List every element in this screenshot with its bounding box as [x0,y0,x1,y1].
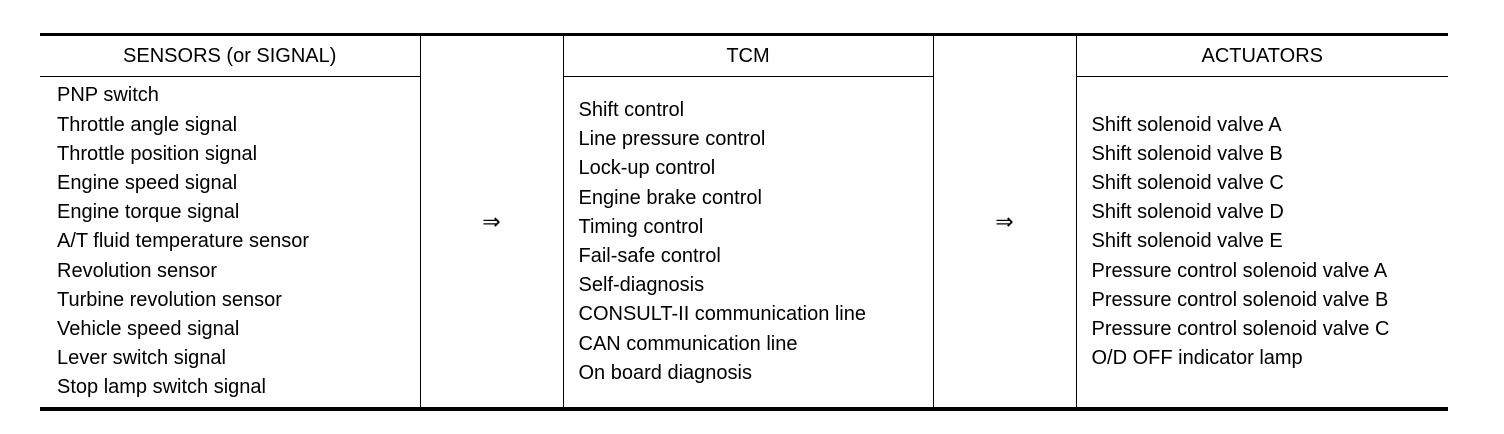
actuators-list-item: Shift solenoid valve C [1091,171,1284,194]
sensors-list-item: PNP switch [57,84,159,107]
actuators-list-item: Shift solenoid valve A [1091,113,1282,136]
tcm-header: TCM [563,34,934,77]
sensors-list-item: Engine torque signal [57,201,240,224]
tcm-list-item: On board diagnosis [578,361,752,384]
sensors-list-item: Lever switch signal [57,347,226,370]
tcm-signal-flow-table: SENSORS (or SIGNAL) ⇒ TCM ⇒ ACTUATORS PN… [40,33,1448,411]
actuators-list: Shift solenoid valve A Shift solenoid val… [1092,111,1449,374]
tcm-list-item: Engine brake control [578,186,762,209]
sensors-list-item: Turbine revolution sensor [57,288,282,311]
sensors-list-item: Revolution sensor [57,259,218,282]
actuators-header: ACTUATORS [1076,34,1448,77]
actuators-list-cell: Shift solenoid valve A Shift solenoid val… [1076,77,1448,410]
actuators-list-item: O/D OFF indicator lamp [1091,347,1303,370]
arrow-tcm-to-actuators: ⇒ [933,34,1077,409]
sensors-list-item: A/T fluid temperature sensor [57,230,309,253]
arrow-sensors-to-tcm: ⇒ [420,34,564,409]
actuators-list-item: Pressure control solenoid valve C [1091,318,1390,340]
tcm-list-item: CONSULT-II communication line [578,303,867,326]
actuators-list-item: Shift solenoid valve E [1091,230,1283,253]
tcm-list-item: Lock-up control [578,157,716,180]
tcm-list-item: CAN communication line [578,332,798,355]
actuators-list-item: Pressure control solenoid valve A [1091,259,1388,282]
actuators-list-item: Shift solenoid valve B [1091,142,1283,165]
header-row: SENSORS (or SIGNAL) ⇒ TCM ⇒ ACTUATORS [40,34,1448,409]
tcm-list-item: Shift control [578,98,685,121]
tcm-list-item: Fail-safe control [578,245,721,267]
tcm-list-item: Self-diagnosis [578,274,705,297]
tcm-list-item: Timing control [578,215,704,238]
tcm-list-item: Line pressure control [578,128,766,151]
actuators-list-item: Pressure control solenoid valve B [1091,288,1389,311]
sensors-list-item: Throttle position signal [57,142,258,165]
sensors-list-item: Throttle angle signal [57,113,238,136]
sensors-list-item: Vehicle speed signal [57,318,240,340]
sensors-list-item: Stop lamp switch signal [57,376,266,399]
sensors-header: SENSORS (or SIGNAL) [40,34,421,77]
actuators-list-item: Shift solenoid valve D [1091,201,1284,224]
sensors-list-item: Engine speed signal [57,171,238,194]
